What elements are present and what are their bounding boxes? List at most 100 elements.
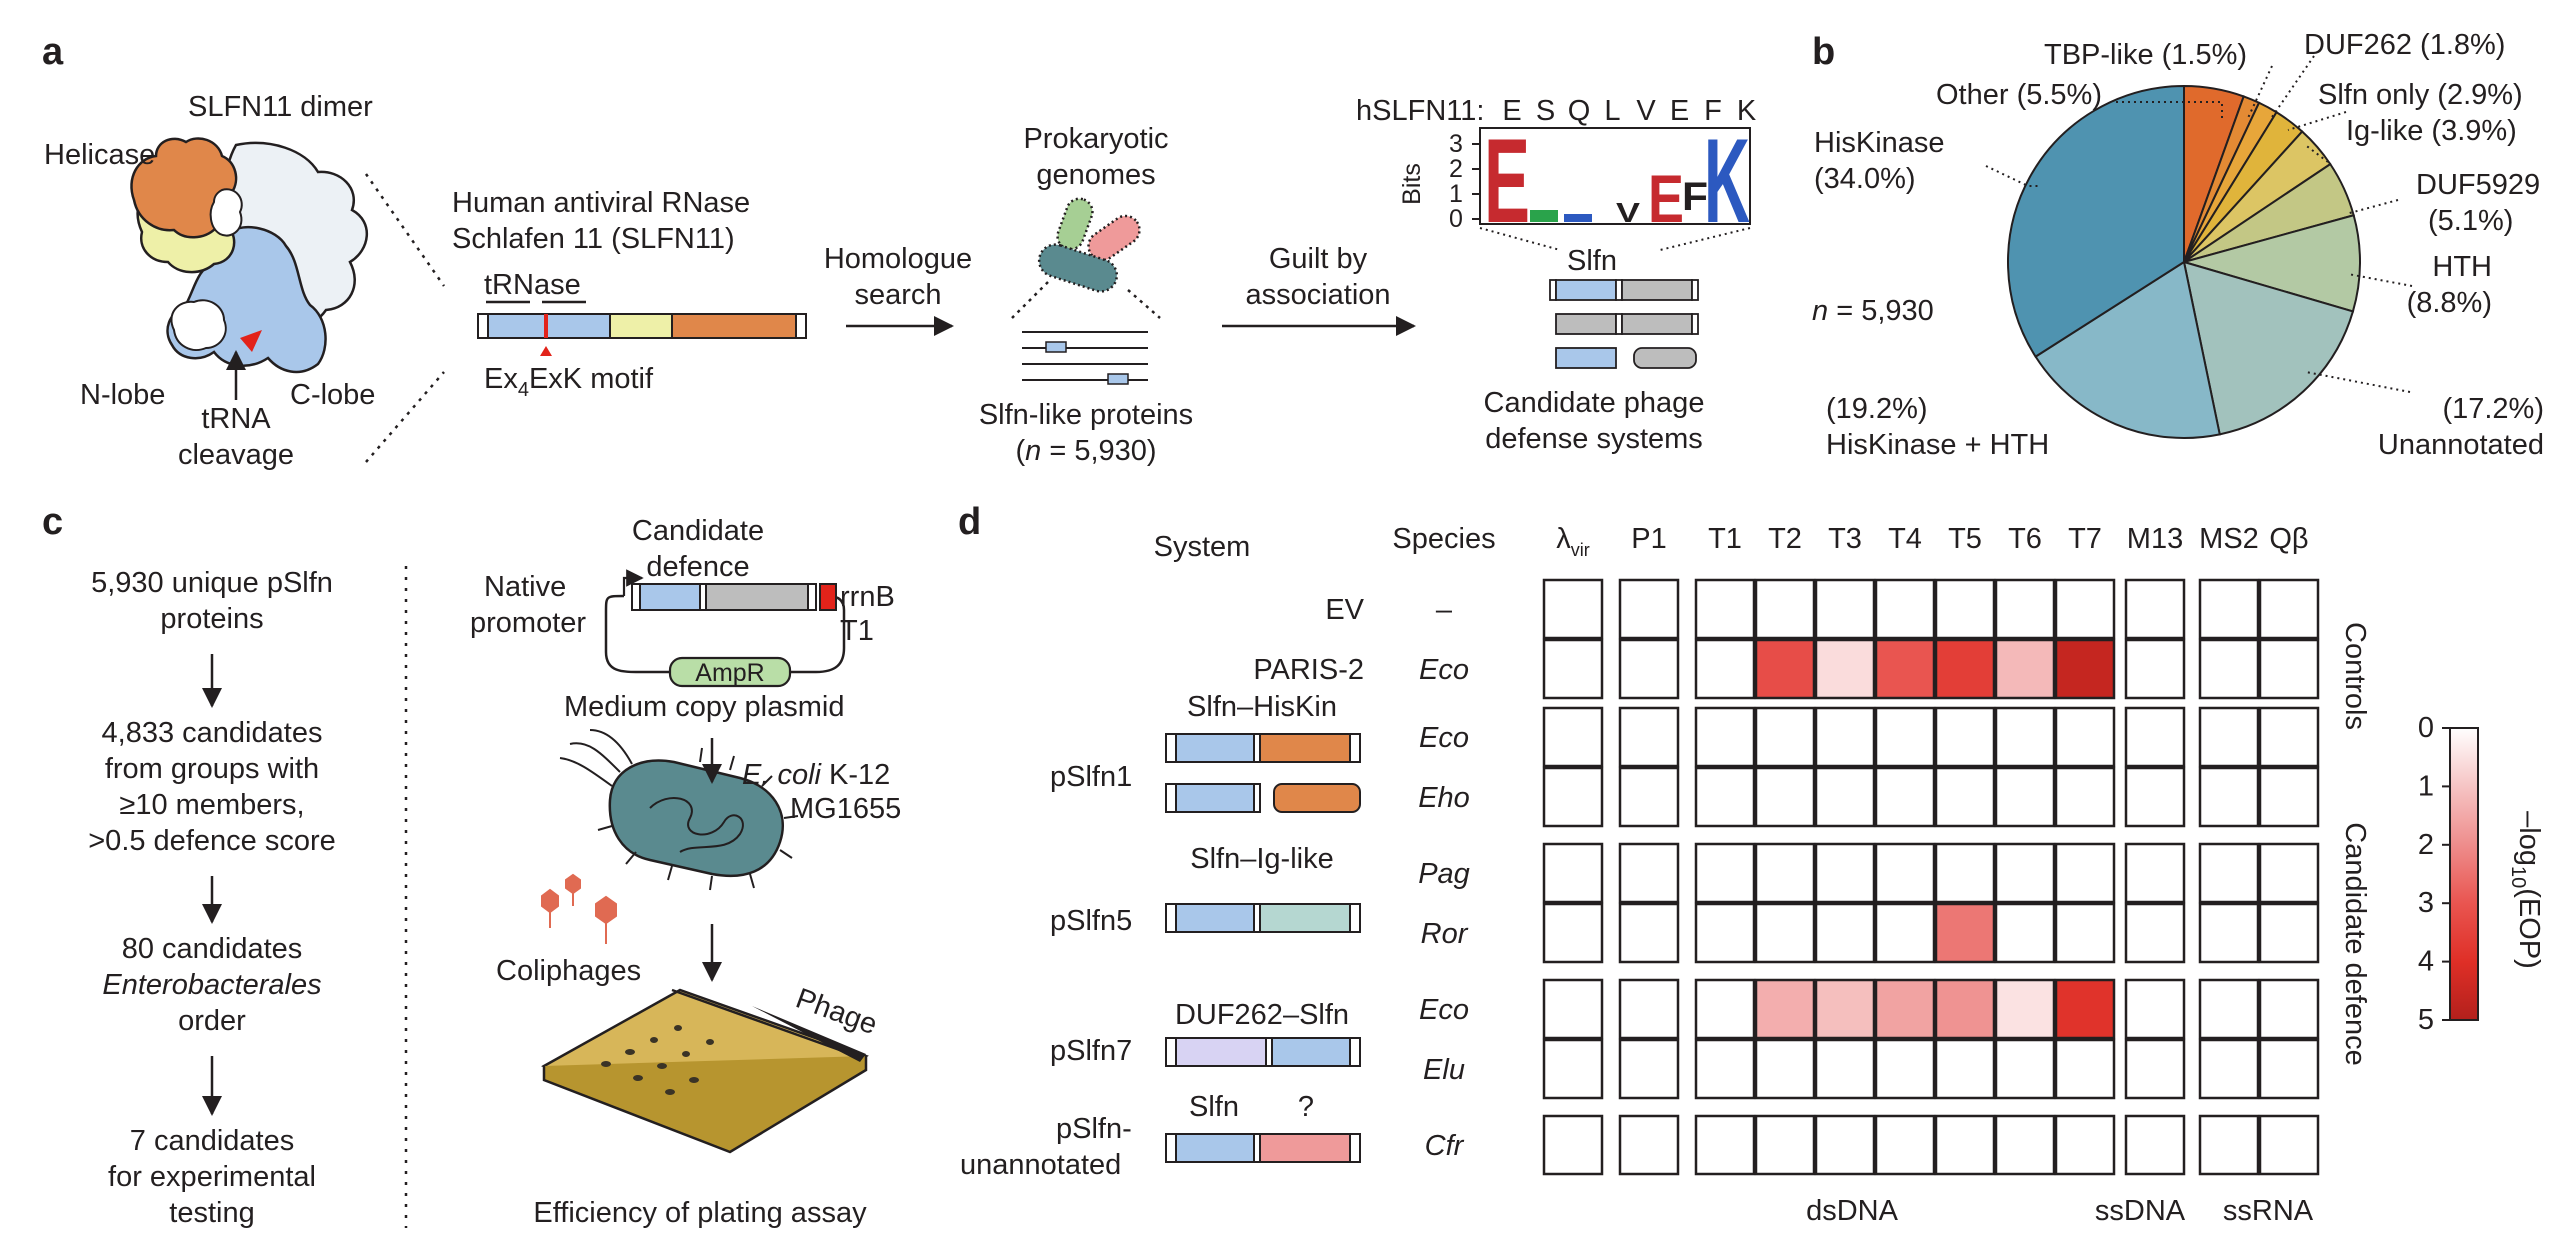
phage-header-2: T1	[1708, 523, 1742, 555]
native-label-2: promoter	[470, 607, 586, 639]
pslfn7-arch-label: DUF262–Slfn	[1175, 999, 1349, 1031]
logo-letter-f: F	[1682, 175, 1708, 219]
pslfn5-arch-label: Slfn–Ig-like	[1190, 843, 1333, 875]
bottom-label-ssrna: ssRNA	[2223, 1195, 2314, 1227]
heatmap-cell-r6-c6	[1934, 978, 1996, 1040]
label-duf5929-1: DUF5929	[2416, 169, 2540, 201]
heatmap-cell-r6-c7	[1994, 978, 2056, 1040]
ecoli-illustration	[559, 729, 799, 891]
rrnb-label-2: T1	[840, 615, 874, 647]
heatmap-cell-r4-c5	[1874, 842, 1936, 904]
native-label-1: Native	[484, 571, 566, 603]
candidate-label-2: defense systems	[1485, 423, 1703, 455]
heatmap-cell-r7-c9	[2124, 1038, 2186, 1100]
species-label-8: Cfr	[1425, 1130, 1465, 1162]
logo-letter-v: V	[1616, 197, 1640, 228]
heatmap-cell-r5-c3	[1754, 902, 1816, 964]
heatmap-cell-r3-c4	[1814, 766, 1876, 828]
heatmap-cell-r3-c9	[2124, 766, 2186, 828]
hslfn11-label: hSLFN11:	[1356, 95, 1484, 127]
species-label-5: Ror	[1421, 918, 1469, 950]
color-scale-tick-2: 2	[2418, 829, 2434, 861]
ecoli-label: E. coli K-12	[742, 759, 890, 791]
pie-slice-hiskinase-hth	[2034, 260, 2221, 439]
heatmap-cell-r3-c5	[1874, 766, 1936, 828]
funnel-step-4-line-1: 7 candidates	[130, 1125, 294, 1157]
heatmap-cell-r0-c0	[1542, 578, 1604, 640]
candidate-defence-label-1: Candidate	[632, 515, 764, 547]
species-label-7: Elu	[1423, 1054, 1465, 1086]
side-label-controls: Controls	[2339, 622, 2371, 730]
trnase-label: tRNase	[484, 269, 581, 301]
heatmap-cell-r2-c10	[2198, 706, 2260, 768]
heatmap-cell-r5-c0	[1542, 902, 1604, 964]
color-scale-tick-3: 3	[2418, 887, 2434, 919]
label-hiskinase-2: (34.0%)	[1814, 163, 1916, 195]
heatmap-cell-r3-c7	[1994, 766, 2056, 828]
heatmap-cell-r5-c6	[1934, 902, 1996, 964]
funnel-step-2-line-2: from groups with	[105, 753, 319, 785]
heatmap-cell-r4-c10	[2198, 842, 2260, 904]
motif-label: Ex4ExK motif	[484, 363, 654, 401]
pie-chart	[2007, 84, 2361, 439]
heatmap-cell-r0-c2	[1694, 578, 1756, 640]
guilt-label-2: association	[1245, 279, 1390, 311]
heatmap-cell-r0-c7	[1994, 578, 2056, 640]
residue-5: E	[1670, 95, 1689, 127]
heatmap-cell-r4-c11	[2258, 842, 2320, 904]
panel-letter-b: b	[1812, 31, 1835, 73]
heatmap-cell-r6-c2	[1694, 978, 1756, 1040]
logo-letter-k: K	[1704, 114, 1750, 248]
label-hth-1: HTH	[2432, 251, 2492, 283]
heatmap-cell-r8-c8	[2054, 1114, 2116, 1176]
heatmap-cell-r7-c2	[1694, 1038, 1756, 1100]
heatmap-cell-r6-c3	[1754, 978, 1816, 1040]
residue-4: V	[1636, 95, 1656, 127]
heatmap-cell-r1-c2	[1694, 638, 1756, 700]
funnel-step-4-line-2: for experimental	[108, 1161, 316, 1193]
heatmap-cell-r0-c10	[2198, 578, 2260, 640]
heatmap-cell-r2-c11	[2258, 706, 2320, 768]
heatmap-cell-r4-c7	[1994, 842, 2056, 904]
label-slfn-only: Slfn only (2.9%)	[2318, 79, 2523, 111]
panel-letter-d: d	[958, 501, 981, 543]
heatmap-cell-r3-c0	[1542, 766, 1604, 828]
residue-0: E	[1502, 95, 1521, 127]
label-hiskinase-1: HisKinase	[1814, 127, 1945, 159]
label-hishth-1: (19.2%)	[1826, 393, 1928, 425]
prokaryotic-label-2: genomes	[1036, 159, 1155, 191]
heatmap-cell-r0-c8	[2054, 578, 2116, 640]
n-lobe-label: N-lobe	[80, 379, 165, 411]
heatmap-cell-r1-c9	[2124, 638, 2186, 700]
color-scale-tick-5: 5	[2418, 1004, 2434, 1036]
heatmap-cell-r0-c6	[1934, 578, 1996, 640]
bits-label: Bits	[1398, 163, 1426, 205]
heatmap-cell-r1-c6	[1934, 638, 1996, 700]
heatmap-cell-r6-c9	[2124, 978, 2186, 1040]
panel-letter-a: a	[42, 31, 64, 73]
phage-header-3: T2	[1768, 523, 1802, 555]
color-scale-tick-4: 4	[2418, 946, 2434, 978]
phage-header-6: T5	[1948, 523, 1982, 555]
heatmap-cell-r3-c6	[1934, 766, 1996, 828]
bottom-label-dsdna: dsDNA	[1806, 1195, 1899, 1227]
heatmap-cell-r8-c3	[1754, 1114, 1816, 1176]
phage-header-11: Qβ	[2269, 523, 2308, 555]
pie-slice-hiskinase	[2007, 84, 2185, 359]
prokaryotic-label-1: Prokaryotic	[1023, 123, 1168, 155]
heatmap-cell-r0-c5	[1874, 578, 1936, 640]
heatmap-cell-r4-c6	[1934, 842, 1996, 904]
phage-header-7: T6	[2008, 523, 2042, 555]
heatmap-cell-r3-c1	[1618, 766, 1680, 828]
funnel-step-1-line-2: proteins	[160, 603, 263, 635]
rnase-title-1: Human antiviral RNase	[452, 187, 750, 219]
label-hishth-2: HisKinase + HTH	[1826, 429, 2049, 461]
heatmap-cell-r8-c0	[1542, 1114, 1604, 1176]
heatmap-cell-r1-c11	[2258, 638, 2320, 700]
eop-heatmap	[1542, 578, 2320, 1176]
heatmap-cell-r2-c9	[2124, 706, 2186, 768]
